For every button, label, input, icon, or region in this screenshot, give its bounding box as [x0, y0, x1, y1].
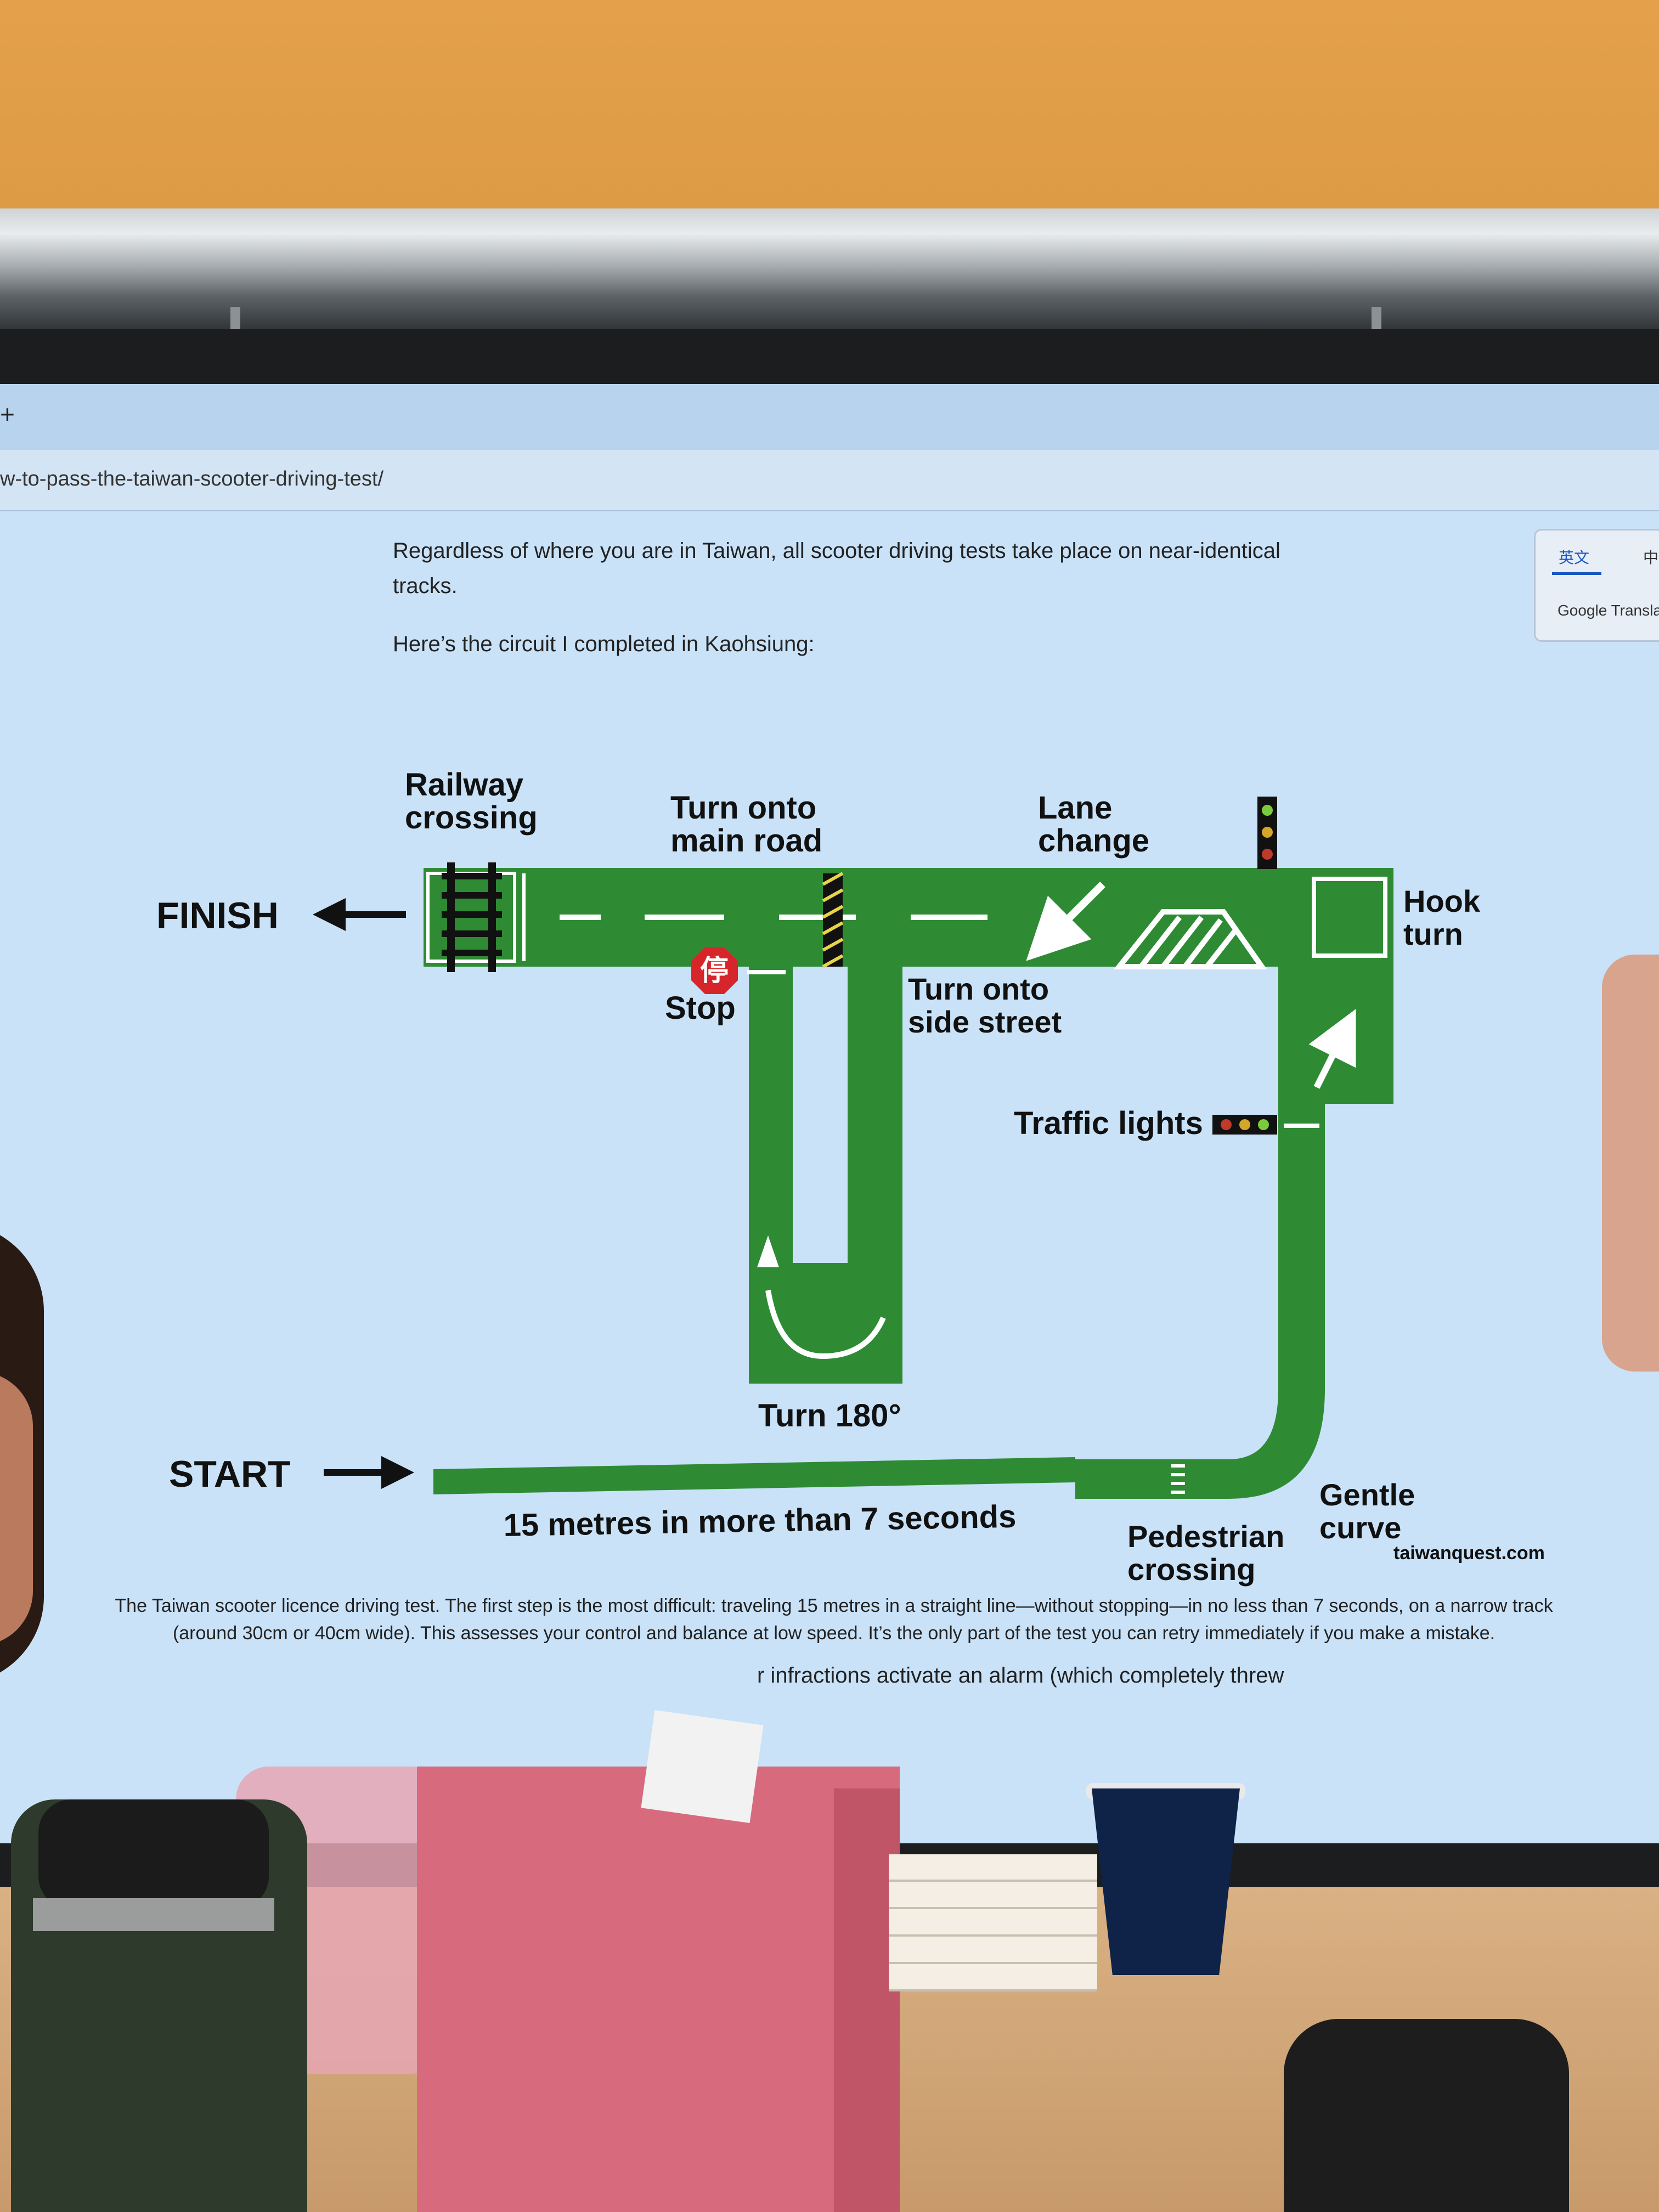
- lane-change-label-1: Lane: [1038, 790, 1112, 826]
- finish-label: FINISH: [156, 895, 279, 936]
- pedestrian-crossing-label-1: Pedestrian: [1127, 1519, 1284, 1554]
- bottle-band: [33, 1898, 274, 1931]
- railway-crossing-label-1: Railway: [405, 767, 523, 803]
- turn-180-label: Turn 180°: [758, 1398, 901, 1434]
- google-translate-widget: 英文 中 Google Translate: [1534, 529, 1659, 642]
- stop-line-hatch: [822, 872, 844, 968]
- fifteen-metres-label: 15 metres in more than 7 seconds: [503, 1499, 1017, 1543]
- article-page: Regardless of where you are in Taiwan, a…: [0, 511, 1659, 1843]
- bottle-cap: [38, 1799, 269, 1909]
- orange-wall: [0, 0, 1659, 241]
- u-turn-right-lane: [848, 961, 902, 1307]
- translate-lang-chinese[interactable]: 中: [1643, 549, 1659, 566]
- stop-sign-text: 停: [700, 955, 729, 987]
- stop-label: Stop: [665, 990, 736, 1026]
- pedestrian-crossing-track: [1075, 1459, 1229, 1499]
- traffic-light-icon-side: [1212, 1115, 1277, 1135]
- new-tab-button[interactable]: +: [0, 400, 15, 428]
- whiteboard-rail: [0, 208, 1659, 335]
- scooter-test-diagram: 停 FINISH START Railway crossing Turn ont…: [156, 767, 1481, 1587]
- hook-turn-label-2: turn: [1403, 917, 1463, 951]
- intro-paragraph: Regardless of where you are in Taiwan, a…: [393, 539, 1280, 598]
- track: [424, 868, 1393, 1499]
- gentle-curve-track: [1229, 1389, 1325, 1499]
- pedestrian-crossing-label-2: crossing: [1127, 1552, 1255, 1587]
- railway-crossing-label-2: crossing: [405, 800, 538, 836]
- hook-turn-block: [1278, 868, 1393, 1104]
- stacked-boxes: [889, 1854, 1097, 1991]
- active-lang-underline: [1552, 572, 1601, 575]
- url-text[interactable]: w-to-pass-the-taiwan-scooter-driving-tes…: [0, 467, 384, 490]
- start-label: START: [169, 1453, 291, 1495]
- u-turn-arrow-icon: [765, 1290, 886, 1359]
- railway-track: [426, 862, 526, 972]
- white-paper: [641, 1709, 764, 1824]
- hook-turn-arrow-icon: [1308, 1009, 1356, 1089]
- traffic-lights-label: Traffic lights: [1014, 1105, 1203, 1141]
- partially-obscured-text: r infractions activate an alarm (which c…: [757, 1663, 1284, 1688]
- address-bar[interactable]: w-to-pass-the-taiwan-scooter-driving-tes…: [0, 450, 1659, 511]
- person-face: [0, 1372, 33, 1646]
- circuit-intro: Here’s the circuit I completed in Kaohsi…: [393, 632, 815, 656]
- side-street-label-2: side street: [908, 1005, 1062, 1039]
- source-credit: taiwanquest.com: [1393, 1543, 1545, 1564]
- figure-caption: The Taiwan scooter licence driving test.…: [115, 1595, 1553, 1644]
- finish-arrow-icon: [313, 898, 406, 931]
- pedestrian-crossing-stripes: [1171, 1464, 1185, 1494]
- gentle-curve-label-2: curve: [1319, 1510, 1401, 1545]
- pink-paper-bag: [417, 1767, 900, 2212]
- start-arrow-icon: [324, 1456, 414, 1489]
- stop-sign-icon: [691, 947, 738, 994]
- paper-cup: [1092, 1788, 1240, 1975]
- u-turn-arrowhead-icon: [757, 1235, 779, 1267]
- lane-change-arrow-icon: [1026, 882, 1105, 961]
- main-road-label-1: Turn onto: [670, 790, 816, 826]
- narrow-start-track: [433, 1457, 1075, 1494]
- main-road-label-2: main road: [670, 823, 822, 859]
- browser-tab-bar: +: [0, 384, 1659, 450]
- hook-turn-box: [1312, 877, 1387, 958]
- hook-turn-label-1: Hook: [1403, 884, 1481, 918]
- traffic-light-icon-top: [1257, 797, 1277, 869]
- raised-hand: [1602, 955, 1659, 1372]
- black-bottle: [1284, 2019, 1569, 2212]
- lane-change-hatch: [1113, 909, 1267, 969]
- monitor-screen: + w-to-pass-the-taiwan-scooter-driving-t…: [0, 384, 1659, 1843]
- google-translate-label: Google Translate: [1558, 602, 1659, 619]
- translate-lang-english[interactable]: 英文: [1559, 549, 1590, 566]
- side-street-label-1: Turn onto: [908, 972, 1049, 1006]
- lane-change-label-2: change: [1038, 823, 1149, 859]
- gentle-curve-label-1: Gentle: [1319, 1477, 1415, 1512]
- right-vertical-track: [1278, 1104, 1325, 1389]
- paper-bag-side: [834, 1788, 900, 2212]
